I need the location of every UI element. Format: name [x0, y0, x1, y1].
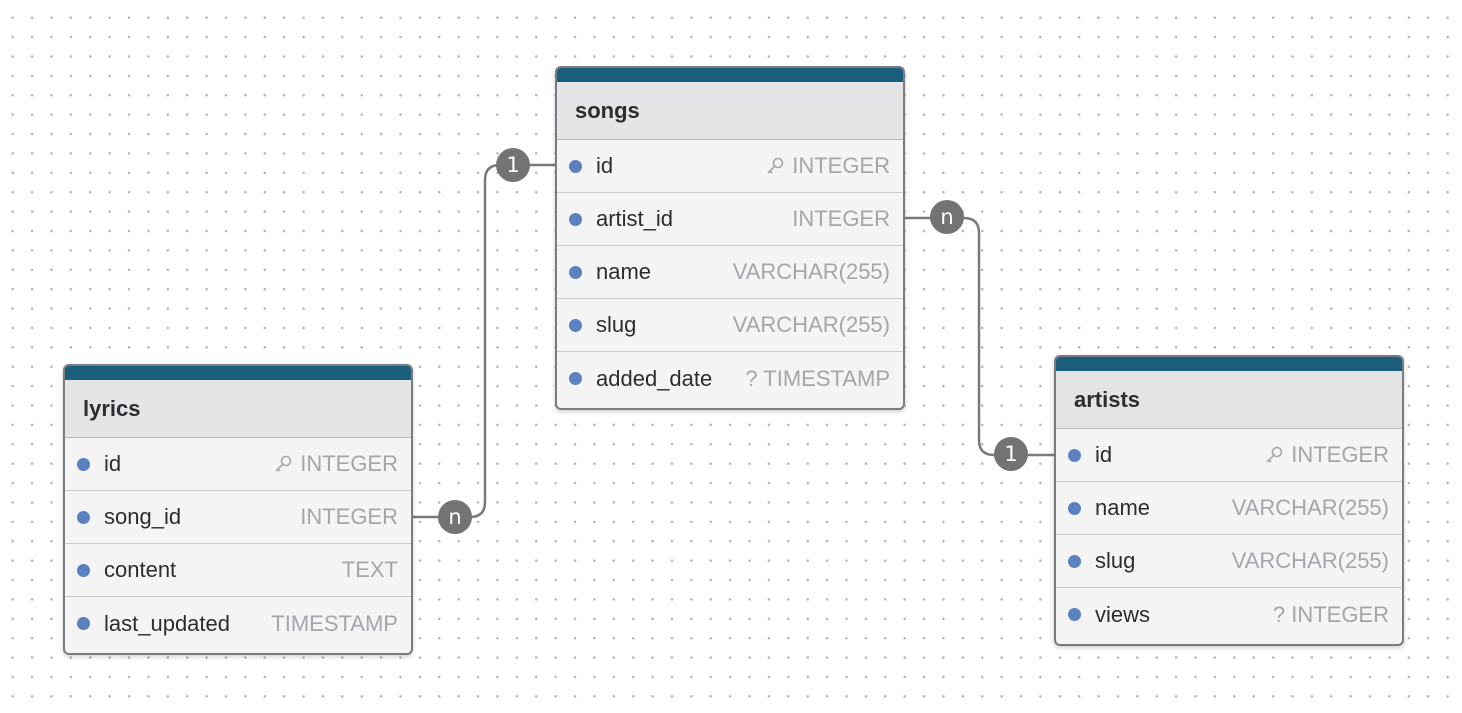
- column-row-views[interactable]: views ? INTEGER: [1056, 588, 1402, 641]
- cardinality-badge-songs-artist_id[interactable]: n: [930, 200, 964, 234]
- column-name: artist_id: [596, 206, 674, 231]
- key-icon: [767, 157, 784, 174]
- column-name: last_updated: [104, 610, 230, 636]
- column-type: ? TIMESTAMP: [745, 365, 890, 391]
- table-artists[interactable]: artists id INTEGER name VARCHAR(255) slu…: [1054, 355, 1404, 646]
- table-songs[interactable]: songs id INTEGER artist_id INTEGER name …: [555, 66, 905, 410]
- column-type-label: INTEGER: [300, 451, 398, 476]
- column-dot-icon: [1068, 448, 1081, 462]
- column-row-name[interactable]: name VARCHAR(255): [557, 246, 903, 299]
- column-type: TEXT: [341, 557, 398, 582]
- column-row-last_updated[interactable]: last_updated TIMESTAMP: [65, 597, 411, 650]
- column-type-label: INTEGER: [792, 153, 890, 178]
- cardinality-badge-lyrics-song_id[interactable]: n: [438, 500, 472, 534]
- column-row-name[interactable]: name VARCHAR(255): [1056, 482, 1402, 535]
- table-title: songs: [557, 82, 903, 140]
- column-type: TIMESTAMP: [271, 610, 398, 636]
- column-type: VARCHAR(255): [732, 259, 890, 284]
- column-dot-icon: [569, 265, 582, 279]
- column-type: ? INTEGER: [1272, 601, 1389, 627]
- column-type: VARCHAR(255): [1231, 548, 1389, 573]
- column-dot-icon: [1068, 501, 1081, 515]
- column-type: INTEGER: [273, 451, 398, 477]
- cardinality-badge-songs-id[interactable]: 1: [496, 148, 530, 182]
- column-type: INTEGER: [792, 206, 890, 231]
- table-header-bar: [557, 68, 903, 82]
- relation-line-lyrics-songs[interactable]: [412, 163, 556, 519]
- cardinality-badge-artists-id[interactable]: 1: [994, 437, 1028, 471]
- column-row-artist_id[interactable]: artist_id INTEGER: [557, 193, 903, 246]
- column-dot-icon: [1068, 554, 1081, 568]
- table-title: lyrics: [65, 380, 411, 438]
- column-dot-icon: [77, 563, 90, 577]
- column-name: views: [1095, 601, 1151, 627]
- table-lyrics[interactable]: lyrics id INTEGER song_id INTEGER conten…: [63, 364, 413, 655]
- column-row-id[interactable]: id INTEGER: [557, 140, 903, 193]
- column-dot-icon: [569, 318, 582, 332]
- column-type: INTEGER: [300, 504, 398, 529]
- column-name: id: [1095, 442, 1113, 467]
- column-type: INTEGER: [765, 153, 890, 179]
- column-name: id: [596, 153, 614, 178]
- column-name: added_date: [596, 365, 713, 391]
- column-name: id: [104, 451, 122, 476]
- column-name: content: [104, 557, 177, 582]
- relation-line-songs-artists[interactable]: [904, 216, 1055, 457]
- column-dot-icon: [77, 510, 90, 524]
- column-name: name: [1095, 495, 1151, 520]
- column-name: song_id: [104, 504, 182, 529]
- column-dot-icon: [1068, 608, 1081, 621]
- column-row-content[interactable]: content TEXT: [65, 544, 411, 597]
- column-dot-icon: [569, 372, 582, 385]
- column-row-added_date[interactable]: added_date ? TIMESTAMP: [557, 352, 903, 405]
- column-type: INTEGER: [1264, 442, 1389, 468]
- column-dot-icon: [569, 159, 582, 173]
- table-title: artists: [1056, 371, 1402, 429]
- column-name: name: [596, 259, 652, 284]
- table-header-bar: [1056, 357, 1402, 371]
- column-type: VARCHAR(255): [732, 312, 890, 337]
- column-dot-icon: [569, 212, 582, 226]
- column-row-id[interactable]: id INTEGER: [65, 438, 411, 491]
- column-row-id[interactable]: id INTEGER: [1056, 429, 1402, 482]
- column-row-slug[interactable]: slug VARCHAR(255): [557, 299, 903, 352]
- column-name: slug: [596, 312, 637, 337]
- column-name: slug: [1095, 548, 1136, 573]
- column-type-label: INTEGER: [1291, 442, 1389, 467]
- column-row-song_id[interactable]: song_id INTEGER: [65, 491, 411, 544]
- column-dot-icon: [77, 617, 90, 630]
- column-dot-icon: [77, 457, 90, 471]
- column-type: VARCHAR(255): [1231, 495, 1389, 520]
- column-row-slug[interactable]: slug VARCHAR(255): [1056, 535, 1402, 588]
- key-icon: [1266, 446, 1283, 463]
- table-header-bar: [65, 366, 411, 380]
- key-icon: [275, 455, 292, 472]
